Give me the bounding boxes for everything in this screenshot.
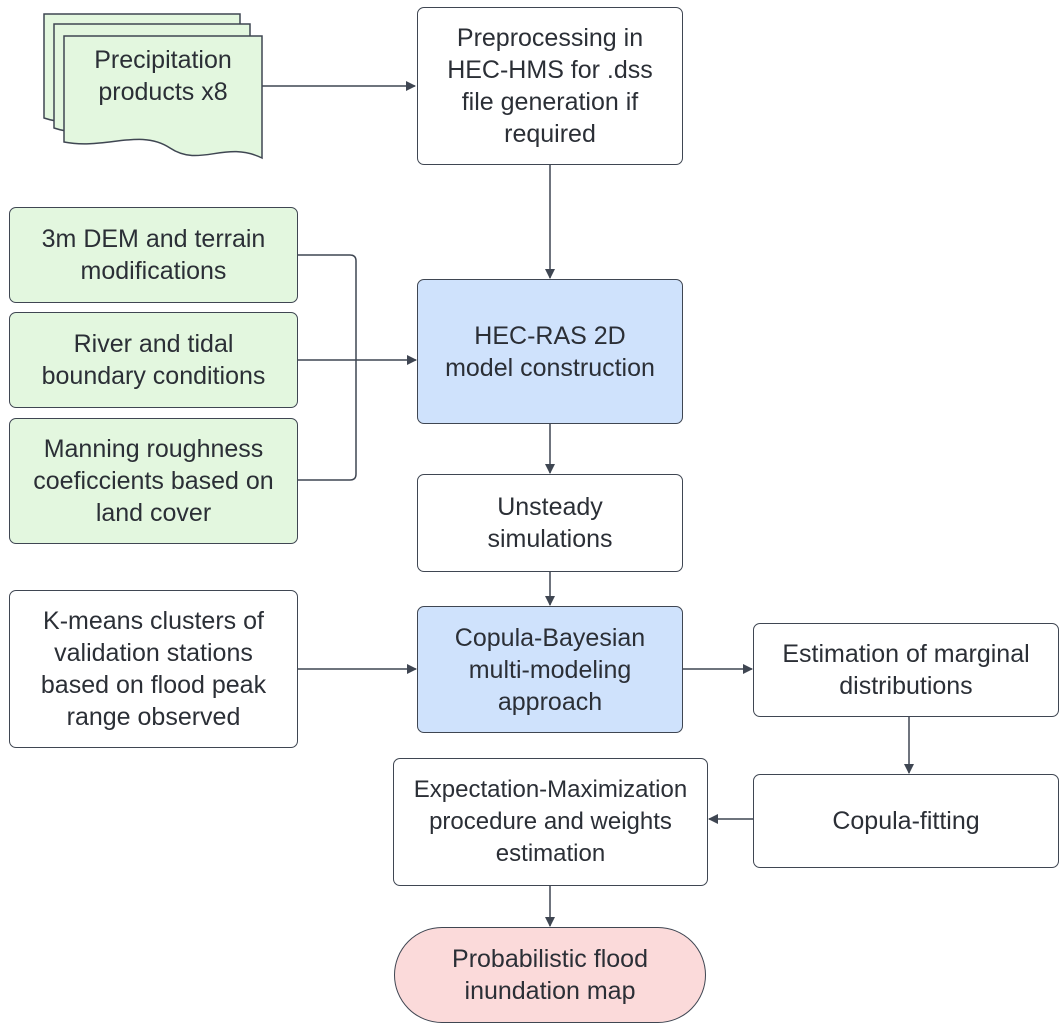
- preprocessing-box: Preprocessing in HEC-HMS for .dss file g…: [417, 7, 683, 165]
- hecras-model-box: HEC-RAS 2D model construction: [417, 279, 683, 424]
- boundary-conditions-label: River and tidal boundary conditions: [41, 330, 266, 390]
- hecras-model-label: HEC-RAS 2D model construction: [445, 321, 655, 382]
- dem-input-box: 3m DEM and terrain modifications: [9, 207, 298, 303]
- copula-bayesian-label: Copula-Bayesian multi-modeling approach: [454, 623, 646, 716]
- em-procedure-label: Expectation-Maximization procedure and w…: [413, 776, 688, 867]
- em-procedure-box: Expectation-Maximization procedure and w…: [393, 758, 708, 886]
- document-stack-icon: [43, 13, 263, 160]
- copula-bayesian-box: Copula-Bayesian multi-modeling approach: [417, 606, 683, 733]
- manning-roughness-box: Manning roughness coeficcients based on …: [9, 418, 298, 544]
- unsteady-simulations-label: Unsteady simulations: [487, 493, 613, 553]
- flood-map-output-box: Probabilistic flood inundation map: [394, 927, 706, 1023]
- kmeans-clusters-label: K-means clusters of validation stations …: [40, 607, 267, 731]
- kmeans-clusters-box: K-means clusters of validation stations …: [9, 590, 298, 748]
- dem-input-label: 3m DEM and terrain modifications: [41, 225, 266, 285]
- unsteady-simulations-box: Unsteady simulations: [417, 474, 683, 572]
- boundary-conditions-box: River and tidal boundary conditions: [9, 312, 298, 408]
- precipitation-products-label: Precipitation products x8: [94, 46, 232, 106]
- manning-roughness-label: Manning roughness coeficcients based on …: [33, 435, 274, 527]
- copula-fitting-label: Copula-fitting: [832, 807, 980, 835]
- marginal-distributions-box: Estimation of marginal distributions: [753, 623, 1059, 717]
- copula-fitting-box: Copula-fitting: [753, 774, 1059, 868]
- flood-map-output-label: Probabilistic flood inundation map: [452, 945, 648, 1005]
- bracket-inputs-to-hecras: [298, 254, 357, 481]
- marginal-distributions-label: Estimation of marginal distributions: [782, 640, 1030, 700]
- preprocessing-label: Preprocessing in HEC-HMS for .dss file g…: [447, 24, 653, 148]
